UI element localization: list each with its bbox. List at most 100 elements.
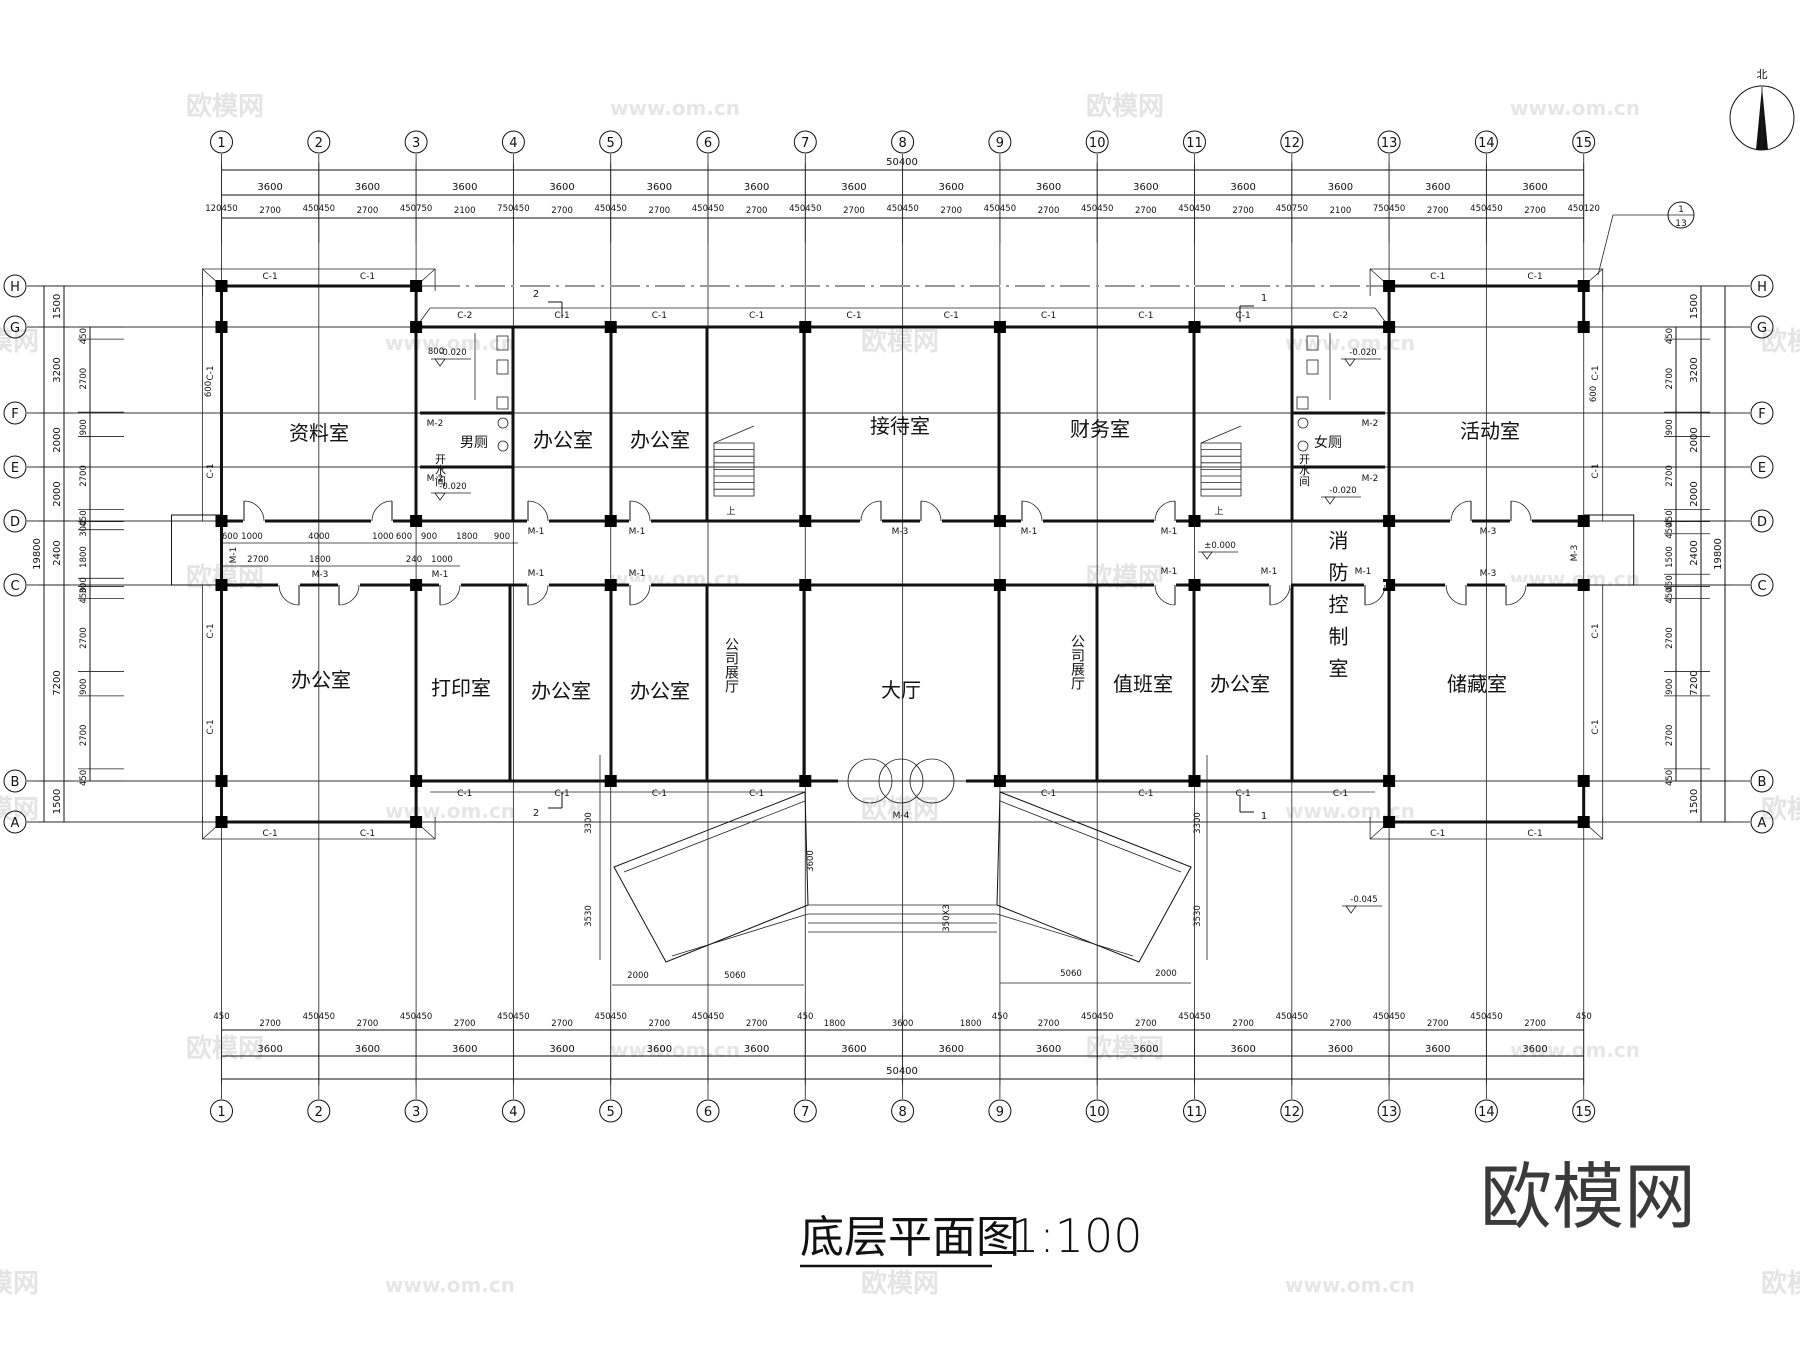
- detail-dimension: 2700: [1038, 206, 1060, 216]
- north-arrow-icon: 北: [1729, 68, 1795, 151]
- row-dimension: 7200: [1689, 670, 1700, 695]
- walls: [171, 268, 1635, 963]
- row-dimension: 2000: [52, 427, 63, 452]
- door-opening: [629, 518, 651, 524]
- joint-dimension: 450: [992, 1012, 1008, 1022]
- axis-bubble: [1750, 810, 1774, 834]
- door-opening: [1021, 518, 1043, 524]
- detail-dimension: 2700: [79, 627, 89, 649]
- joint-dimension: 450450: [303, 1012, 335, 1022]
- room-label: 储藏室: [1447, 672, 1507, 696]
- room-label: 办公室: [533, 428, 593, 452]
- axis-label: H: [10, 280, 20, 295]
- watermark-logo: 欧模网: [1480, 1155, 1696, 1239]
- structural-column: [215, 579, 228, 591]
- axis-bubble: [1085, 130, 1109, 154]
- room-label: 男厕: [460, 435, 488, 451]
- door-opening: [920, 518, 942, 524]
- axis-label: 3: [412, 1105, 420, 1120]
- watermark-text: 欧模网: [0, 794, 39, 825]
- toilet-icon: [496, 335, 509, 351]
- structural-column: [993, 579, 1006, 591]
- axis-label: E: [1758, 461, 1766, 476]
- detail-dimension: 2700: [940, 206, 962, 216]
- corridor-dimension: 240: [406, 555, 422, 565]
- detail-dimension: 2700: [649, 206, 671, 216]
- detail-dimension: 2700: [357, 1019, 379, 1029]
- door-tag: M-1: [432, 570, 449, 580]
- right-ramp: [996, 791, 1192, 963]
- axis-label: 3: [412, 136, 420, 151]
- axis-label: 4: [509, 136, 517, 151]
- door-tag: M-2: [1362, 419, 1379, 429]
- room-label: 财务室: [1070, 417, 1130, 441]
- detail-dimension: 2100: [454, 206, 476, 216]
- detail-number: 1: [1678, 205, 1684, 215]
- axis-label: 12: [1284, 1105, 1301, 1120]
- urinal-icon: [497, 440, 509, 452]
- detail-dimension: 2700: [746, 1019, 768, 1029]
- joint-dimension: 120450: [205, 204, 237, 214]
- window-tag: C-1: [1591, 365, 1601, 380]
- joint-dimension: 450450: [692, 1012, 724, 1022]
- axis-label: 2: [315, 1105, 323, 1120]
- bay-dimension: 3600: [549, 1044, 574, 1055]
- joint-dimension: 450450: [1081, 204, 1113, 214]
- door-opening: [243, 518, 265, 524]
- axis-bubble: [696, 130, 720, 154]
- ramp-dimension: 2000: [1155, 969, 1177, 979]
- detail-dimension: 2700: [1665, 725, 1675, 747]
- bay-dimension: 3600: [647, 1044, 672, 1055]
- structural-column: [1577, 816, 1590, 828]
- window-tag: C-1: [457, 789, 472, 799]
- room-label: 接待室: [870, 414, 930, 438]
- axis-bubble: [3, 315, 27, 339]
- misc-dimension: 600: [1589, 386, 1599, 402]
- axis-label: 5: [607, 136, 615, 151]
- window-tag: C-1: [1591, 463, 1601, 478]
- window-tag: C-1: [206, 719, 216, 734]
- watermark-text: www.om.cn: [385, 799, 515, 823]
- window-tag: C-1: [749, 789, 764, 799]
- row-dimension: 1500: [52, 789, 63, 814]
- axis-bubble: [404, 1099, 428, 1123]
- watermark-text: 欧模网: [186, 91, 264, 122]
- window-tag: C-1: [1236, 789, 1251, 799]
- watermark-text: www.om.cn: [610, 96, 740, 120]
- door-tag: M-3: [1480, 569, 1497, 579]
- structural-column: [993, 775, 1006, 787]
- door-tag: M-4: [893, 811, 910, 821]
- detail-dimension: 2700: [1135, 1019, 1157, 1029]
- window-tag: C-1: [944, 311, 959, 321]
- row-dimension: 2000: [1689, 481, 1700, 506]
- axis-bubble: [210, 1099, 233, 1123]
- axis-label: 8: [898, 136, 906, 151]
- door-opening: [527, 582, 549, 588]
- side-porch: [1583, 514, 1635, 586]
- axis-bubble: [1750, 274, 1774, 298]
- window-tag: C-1: [206, 365, 216, 380]
- room-label: 资料室: [289, 421, 349, 445]
- structural-column: [604, 515, 617, 527]
- joint-dimension: 450450: [1276, 1012, 1308, 1022]
- detail-dimension: 450: [1665, 328, 1675, 344]
- watermark-text: 欧模网: [0, 326, 39, 357]
- axis-label: C: [10, 579, 19, 594]
- door-opening: [1154, 582, 1176, 588]
- window-tag: C-1: [749, 311, 764, 321]
- axis-label: 13: [1381, 136, 1398, 151]
- detail-dimension: 2700: [259, 206, 281, 216]
- ramp-edge: [996, 913, 1134, 957]
- structural-column: [604, 775, 617, 787]
- door-tag: M-1: [1161, 527, 1178, 537]
- urinal-icon: [497, 417, 509, 429]
- structural-column: [1577, 579, 1590, 591]
- window-tag: C-1: [1041, 311, 1056, 321]
- door-swing: [860, 500, 882, 522]
- elevation-label: -0.020: [439, 348, 466, 358]
- axis-label: 9: [996, 1105, 1004, 1120]
- bay-dimension: 3600: [1230, 182, 1255, 193]
- ramp-edge: [623, 800, 806, 873]
- mop-sink-icon: [1296, 396, 1309, 410]
